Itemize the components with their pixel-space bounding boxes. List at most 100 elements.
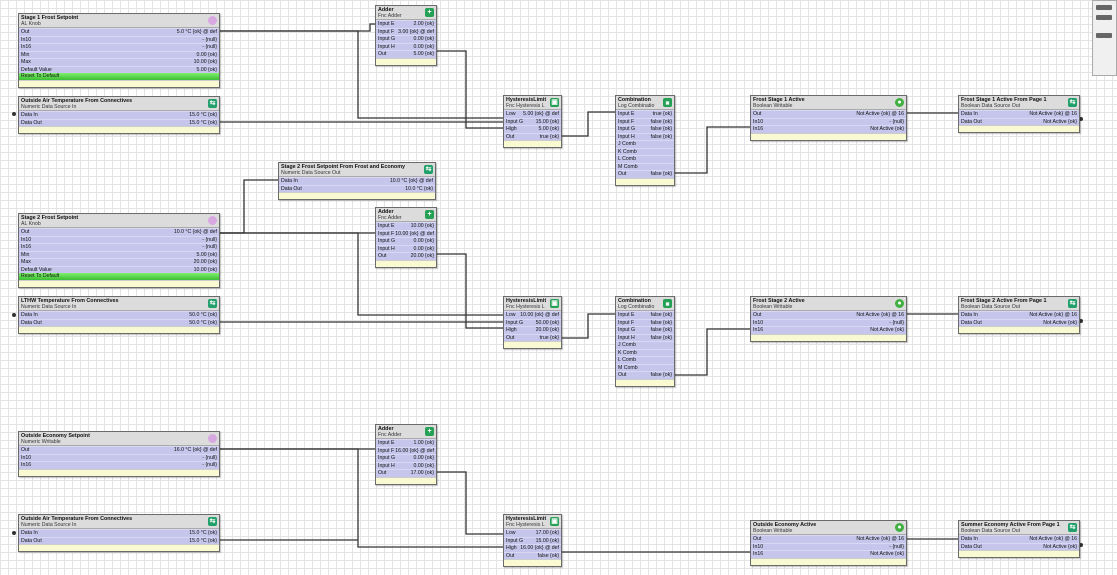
reset-to-default-button[interactable]: Reset To Default [19, 73, 219, 80]
block-header[interactable]: Outside Air Temperature From Connectives… [19, 97, 219, 111]
slot-row[interactable]: In10- {null} [19, 235, 219, 243]
block-header[interactable]: Stage 2 Frost Setpoint From Frost and Ec… [279, 163, 435, 177]
slot-row[interactable]: In10- {null} [19, 35, 219, 43]
palette-button[interactable] [1096, 33, 1112, 38]
slot-row[interactable]: L Comb [616, 155, 674, 163]
outside-air-temp-2-block[interactable]: Outside Air Temperature From Connectives… [18, 514, 220, 552]
slot-row[interactable]: M Comb [616, 363, 674, 371]
palette-panel[interactable] [1092, 0, 1117, 76]
block-header[interactable]: Outside Air Temperature From Connectives… [19, 515, 219, 529]
slot-row[interactable]: M Comb [616, 162, 674, 170]
slot-row[interactable]: J Comb [616, 140, 674, 148]
slot-row[interactable]: L Comb [616, 356, 674, 364]
palette-button[interactable] [1096, 15, 1112, 20]
slot-row[interactable]: In10- {null} [751, 117, 906, 125]
stage2-frost-setpoint-economy-block[interactable]: Stage 2 Frost Setpoint From Frost and Ec… [278, 162, 436, 200]
slot-row[interactable]: In16- {null} [19, 43, 219, 51]
slot-row[interactable]: In10- {null} [19, 453, 219, 461]
reset-to-default-button[interactable]: Reset To Default [19, 273, 219, 280]
slot-row[interactable]: In16- {null} [19, 243, 219, 251]
slot-row[interactable]: In10- {null} [751, 542, 906, 550]
slot-row[interactable]: J Comb [616, 341, 674, 349]
palette-button[interactable] [1096, 5, 1112, 10]
